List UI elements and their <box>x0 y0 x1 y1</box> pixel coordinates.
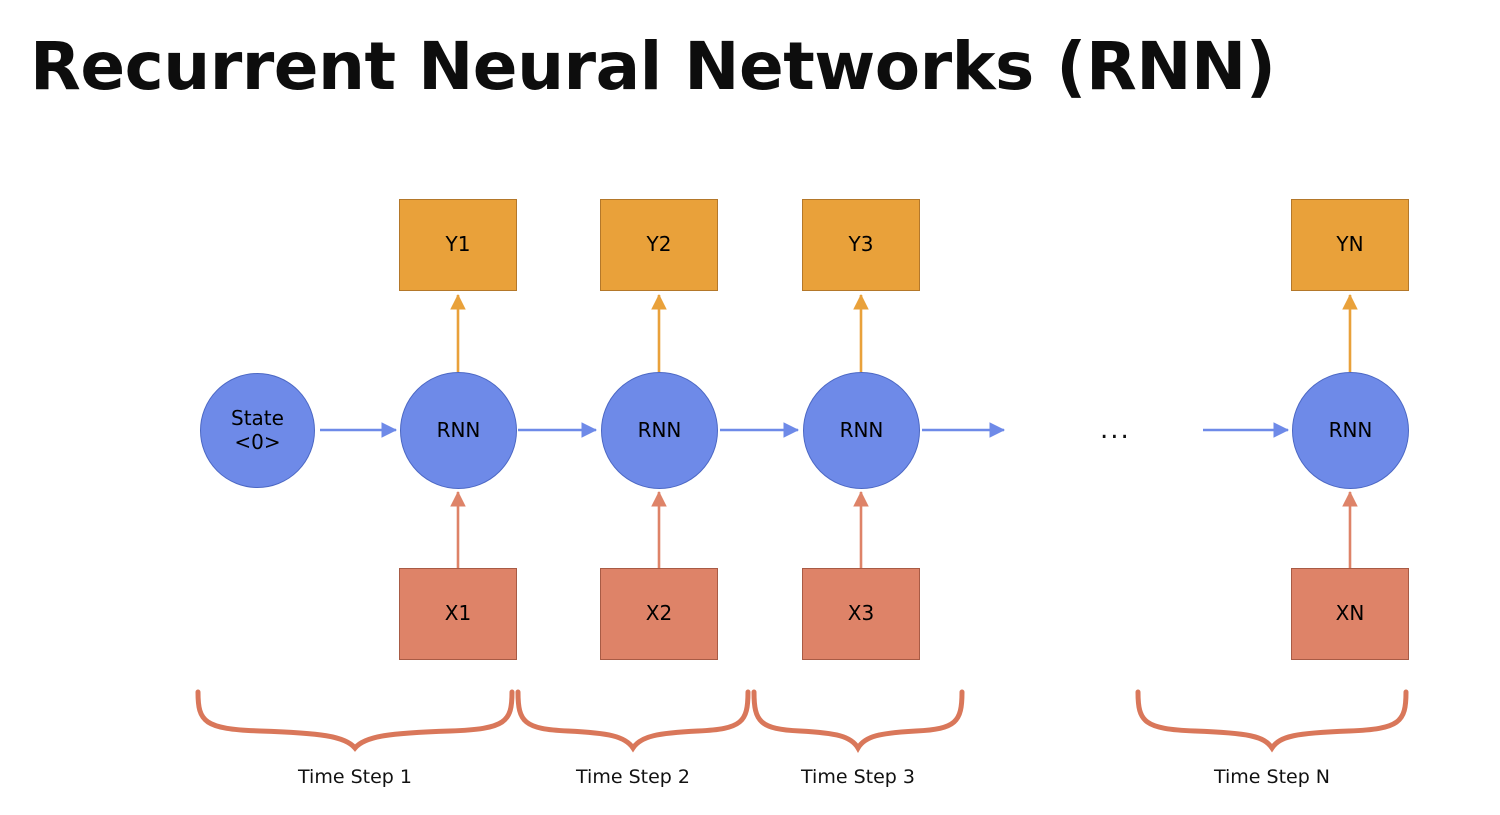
output-box-y3[interactable]: Y3 <box>802 199 920 291</box>
input-box-x2-label: X2 <box>645 601 673 626</box>
rnn-cell-t1[interactable]: RNN <box>400 372 517 489</box>
rnn-cell-t1-label: RNN <box>436 417 481 442</box>
time-step-braces <box>195 689 1409 753</box>
time-step-label-3: Time Step 3 <box>801 766 915 788</box>
output-box-y1-label: Y1 <box>445 232 471 257</box>
brace-time-step-2 <box>515 689 751 753</box>
time-step-label-n: Time Step N <box>1213 766 1331 788</box>
initial-state-label: State <0> <box>231 405 284 454</box>
rnn-cell-tn[interactable]: RNN <box>1292 372 1409 489</box>
input-box-x1[interactable]: X1 <box>399 568 517 660</box>
input-box-xn[interactable]: XN <box>1291 568 1409 660</box>
output-box-y1[interactable]: Y1 <box>399 199 517 291</box>
output-box-y3-label: Y3 <box>848 232 874 257</box>
input-box-xn-label: XN <box>1335 601 1365 626</box>
output-box-y2[interactable]: Y2 <box>600 199 718 291</box>
output-box-yn-label: YN <box>1336 232 1364 257</box>
time-step-label-1: Time Step 1 <box>298 766 412 788</box>
output-box-yn[interactable]: YN <box>1291 199 1409 291</box>
input-box-x3-label: X3 <box>847 601 875 626</box>
brace-time-step-3 <box>751 689 965 753</box>
input-box-x2[interactable]: X2 <box>600 568 718 660</box>
input-box-x3[interactable]: X3 <box>802 568 920 660</box>
rnn-cell-t2[interactable]: RNN <box>601 372 718 489</box>
rnn-cell-tn-label: RNN <box>1328 417 1373 442</box>
time-step-label-2: Time Step 2 <box>576 766 690 788</box>
brace-time-step-1 <box>195 689 515 752</box>
brace-time-step-n <box>1135 689 1409 753</box>
output-box-y2-label: Y2 <box>646 232 672 257</box>
input-box-x1-label: X1 <box>444 601 472 626</box>
sequence-ellipsis: ... <box>1100 415 1131 445</box>
rnn-cell-t2-label: RNN <box>637 417 682 442</box>
page-title: Recurrent Neural Networks (RNN) <box>30 28 1276 105</box>
rnn-cell-t3-label: RNN <box>839 417 884 442</box>
rnn-cell-t3[interactable]: RNN <box>803 372 920 489</box>
initial-state-circle[interactable]: State <0> <box>200 373 315 488</box>
